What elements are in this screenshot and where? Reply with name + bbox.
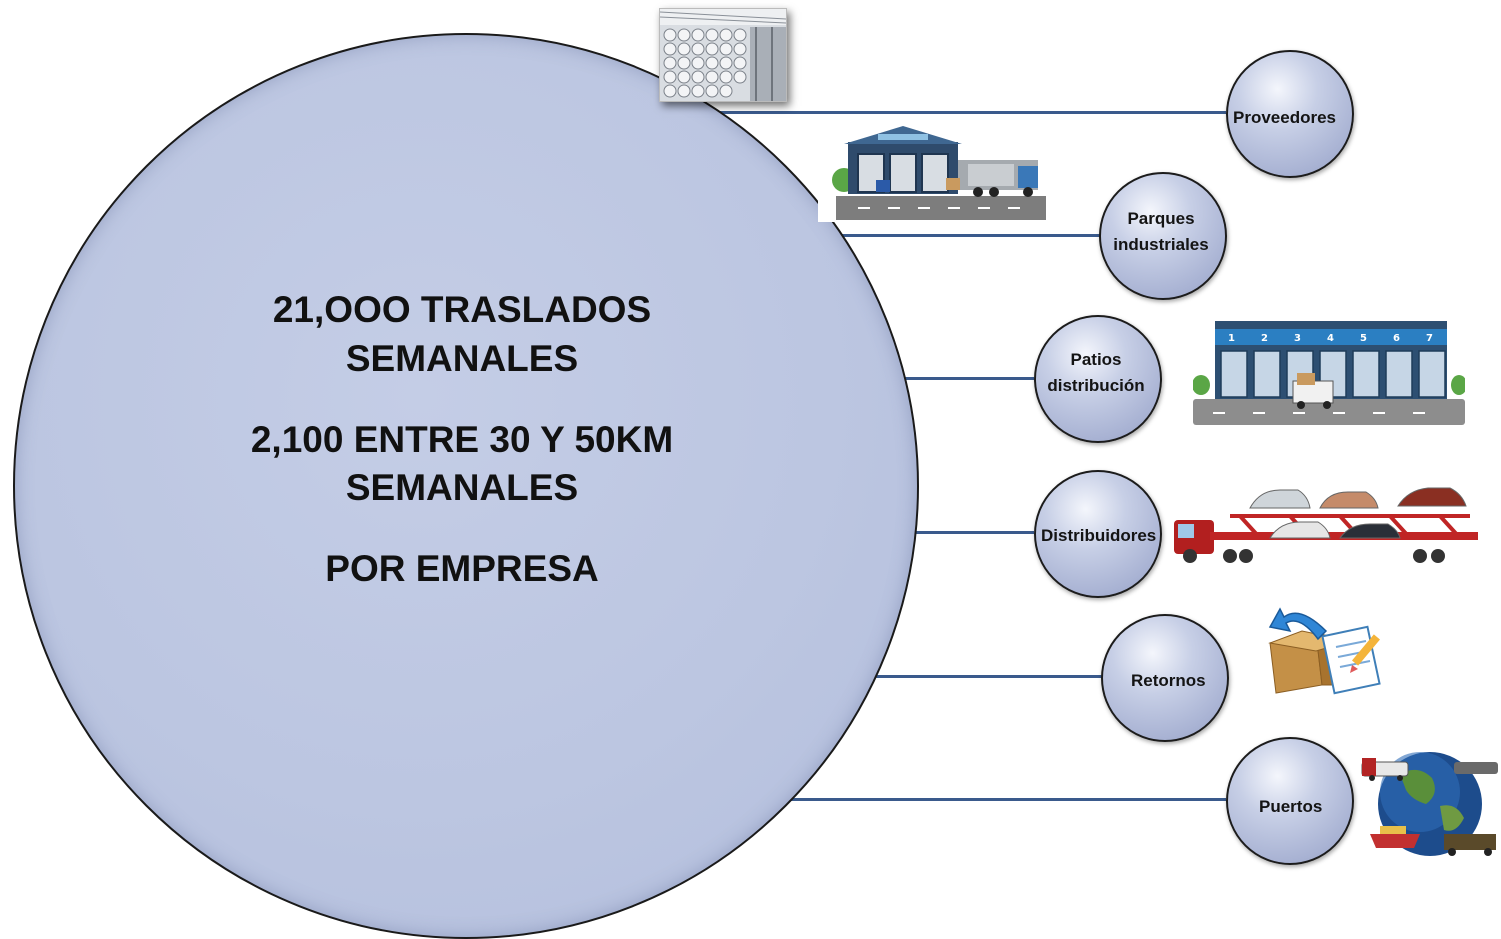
node-label-retornos: Retornos	[1131, 671, 1206, 690]
svg-text:3: 3	[1294, 333, 1301, 344]
box-return-arrow-icon	[1266, 587, 1390, 699]
connector-distribuidores	[850, 531, 1034, 534]
central-line-1: 21,OOO TRASLADOS	[272, 289, 652, 330]
node-proveedores	[1226, 50, 1354, 178]
node-label-parques-line2: industriales	[1113, 235, 1209, 254]
central-line-5: POR EMPRESA	[325, 548, 599, 590]
node-label-parques-line1: Parques	[1127, 209, 1195, 228]
svg-text:5: 5	[1360, 333, 1367, 344]
connector-patios	[848, 377, 1034, 380]
node-label-distribuidores: Distribuidores	[1041, 526, 1157, 545]
svg-text:6: 6	[1393, 333, 1400, 344]
node-distribuidores	[1034, 470, 1162, 598]
svg-text:2: 2	[1261, 333, 1268, 344]
warehouse-truck-illustration	[818, 120, 1048, 222]
node-label-patios-line1: Patios	[1070, 350, 1122, 369]
steel-pipes-photo	[659, 8, 787, 102]
car-carrier-truck-illustration	[1170, 476, 1480, 570]
central-circle	[13, 33, 919, 939]
diagram-stage: 21,OOO TRASLADOS SEMANALES 2,100 ENTRE 3…	[13, 8, 1501, 939]
connector-puertos	[662, 798, 1226, 801]
svg-text:4: 4	[1327, 333, 1334, 344]
central-line-2: SEMANALES	[345, 337, 579, 379]
svg-text:1: 1	[1228, 333, 1235, 344]
loading-docks-illustration: 1 2 3 4 5 6 7	[1193, 317, 1465, 427]
central-line-4: SEMANALES	[345, 467, 579, 509]
connector-retornos	[785, 675, 1103, 678]
central-line-3: 2,100 ENTRE 30 Y 50KM	[250, 418, 674, 460]
svg-text:7: 7	[1426, 333, 1433, 344]
node-label-puertos: Puertos	[1259, 797, 1323, 816]
central-text: 21,OOO TRASLADOS SEMANALES 2,100 ENTRE 3…	[162, 286, 762, 594]
node-label-patios-line2: distribución	[1047, 376, 1145, 395]
connector-proveedores	[660, 111, 1226, 114]
node-puertos	[1226, 737, 1354, 865]
node-parques-industriales	[1099, 172, 1227, 300]
connector-parques	[790, 234, 1102, 237]
node-retornos	[1101, 614, 1229, 742]
node-patios-distribucion	[1034, 315, 1162, 443]
globe-transport-illustration	[1360, 734, 1501, 860]
node-label-proveedores: Proveedores	[1233, 108, 1336, 127]
